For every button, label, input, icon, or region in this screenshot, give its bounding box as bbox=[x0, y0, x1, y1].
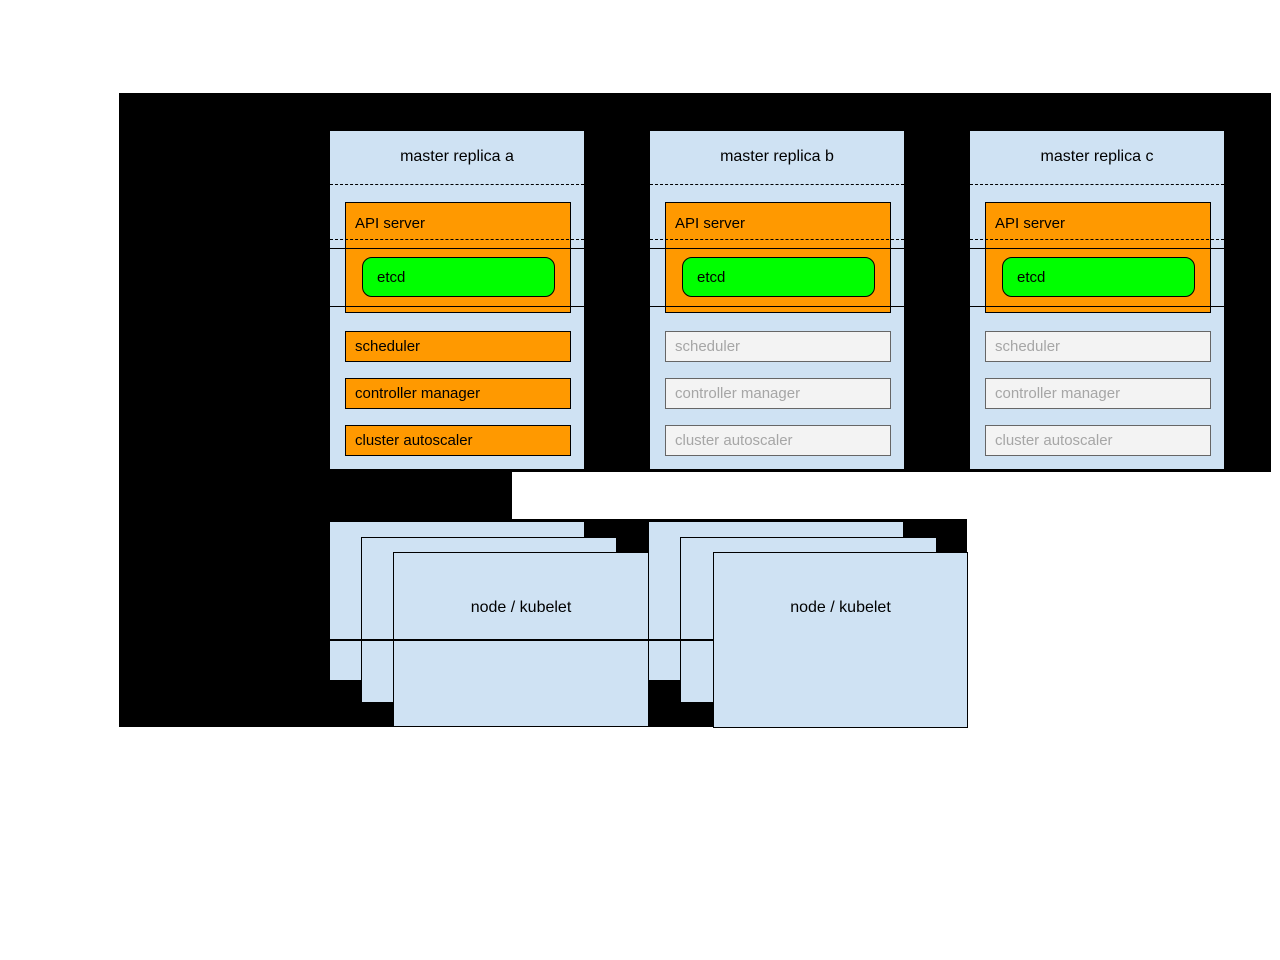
etcd-top-rule-line bbox=[970, 248, 1224, 249]
controller-manager-box: controller manager bbox=[665, 378, 891, 409]
master-to-node-connector-line bbox=[325, 639, 713, 641]
controller-manager-label: controller manager bbox=[995, 385, 1121, 402]
etcd-top-rule-line bbox=[330, 248, 584, 249]
scheduler-label: scheduler bbox=[675, 338, 741, 355]
node-kubelet-label: node / kubelet bbox=[470, 599, 572, 616]
black-background-left-extension bbox=[119, 472, 512, 520]
cluster-autoscaler-box: cluster autoscaler bbox=[665, 425, 891, 456]
master-replica-b-title: master replica b bbox=[720, 148, 834, 165]
scheduler-box: scheduler bbox=[985, 331, 1211, 362]
cluster-autoscaler-box: cluster autoscaler bbox=[985, 425, 1211, 456]
scheduler-label: scheduler bbox=[995, 338, 1061, 355]
etcd-label: etcd bbox=[697, 268, 726, 286]
master-replica-a-box: master replica a API server etcd schedul… bbox=[329, 130, 585, 470]
scheduler-box: scheduler bbox=[345, 331, 571, 362]
api-separator-dashed-line bbox=[650, 239, 904, 240]
etcd-label: etcd bbox=[1017, 268, 1046, 286]
master-replica-a-title: master replica a bbox=[400, 148, 514, 165]
title-separator-dashed-line bbox=[650, 184, 904, 185]
controller-manager-label: controller manager bbox=[355, 385, 481, 402]
cluster-autoscaler-label: cluster autoscaler bbox=[355, 432, 473, 449]
etcd-label: etcd bbox=[377, 268, 406, 286]
controller-manager-box: controller manager bbox=[345, 378, 571, 409]
scheduler-box: scheduler bbox=[665, 331, 891, 362]
etcd-bottom-rule-line bbox=[970, 306, 1224, 307]
api-server-label: API server bbox=[675, 215, 746, 232]
cluster-autoscaler-label: cluster autoscaler bbox=[995, 432, 1113, 449]
etcd-box: etcd bbox=[682, 257, 875, 297]
controller-manager-label: controller manager bbox=[675, 385, 801, 402]
master-replica-b-box: master replica b API server etcd schedul… bbox=[649, 130, 905, 470]
node-stack2-front-box: node / kubelet bbox=[713, 552, 968, 728]
master-replica-c-box: master replica c API server etcd schedul… bbox=[969, 130, 1225, 470]
etcd-box: etcd bbox=[362, 257, 555, 297]
api-server-label: API server bbox=[995, 215, 1066, 232]
node-kubelet-label: node / kubelet bbox=[790, 599, 891, 616]
title-separator-dashed-line bbox=[970, 184, 1224, 185]
cluster-autoscaler-box: cluster autoscaler bbox=[345, 425, 571, 456]
api-server-label: API server bbox=[355, 215, 426, 232]
etcd-bottom-rule-line bbox=[650, 306, 904, 307]
api-separator-dashed-line bbox=[970, 239, 1224, 240]
scheduler-label: scheduler bbox=[355, 338, 421, 355]
controller-manager-box: controller manager bbox=[985, 378, 1211, 409]
etcd-top-rule-line bbox=[650, 248, 904, 249]
cluster-autoscaler-label: cluster autoscaler bbox=[675, 432, 793, 449]
title-separator-dashed-line bbox=[330, 184, 584, 185]
etcd-box: etcd bbox=[1002, 257, 1195, 297]
master-replica-c-title: master replica c bbox=[1040, 148, 1154, 165]
api-separator-dashed-line bbox=[330, 239, 584, 240]
etcd-bottom-rule-line bbox=[330, 306, 584, 307]
